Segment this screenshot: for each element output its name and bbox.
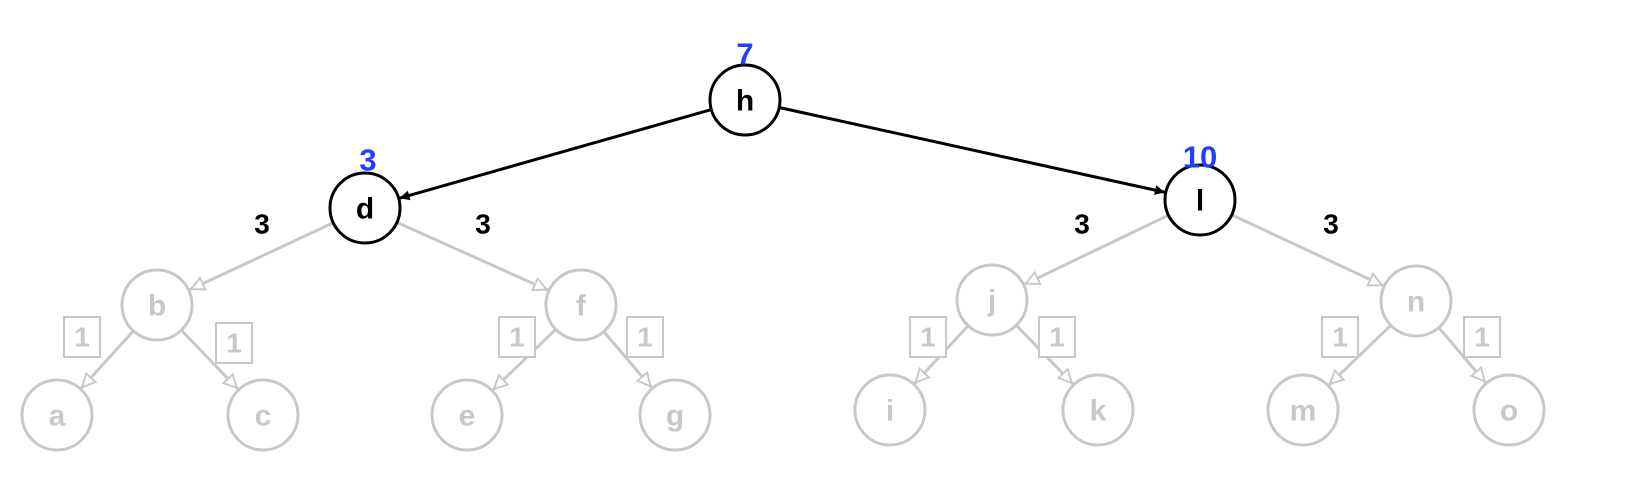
- node-label: k: [1090, 395, 1107, 428]
- node-n: n: [1379, 264, 1453, 338]
- weight-label: 1: [1049, 322, 1065, 353]
- weight-box: [1463, 316, 1501, 358]
- weight-box: [626, 316, 664, 358]
- node-label: e: [459, 400, 476, 433]
- count-label-l: 10: [1183, 140, 1217, 175]
- weight-label: 3: [1074, 209, 1090, 240]
- count-label-d: 3: [359, 143, 376, 178]
- weight-label: 1: [637, 322, 653, 353]
- edge-weight-j-k: 1: [1038, 316, 1076, 358]
- edge-n-m: [1327, 324, 1392, 387]
- weight-label: 1: [226, 328, 242, 359]
- edge-l-n: [1231, 213, 1385, 288]
- weight-label: 1: [74, 322, 90, 353]
- edge-d-f: [396, 220, 549, 292]
- node-label: j: [987, 285, 996, 318]
- counts-layer: 7 3 10: [359, 37, 1217, 178]
- edge-weight-b-a: 1: [63, 316, 101, 358]
- node-b: b: [120, 268, 194, 342]
- edge-h-l: [778, 106, 1166, 196]
- node-e: e: [430, 378, 504, 452]
- edge-l-j: [1023, 213, 1170, 286]
- nodes-layer: h d l b f j n a c e g i k m o: [20, 63, 1546, 452]
- weight-box: [215, 322, 253, 364]
- edge-b-a: [80, 329, 135, 390]
- node-d: d: [328, 171, 402, 245]
- edge-f-e: [491, 328, 557, 392]
- node-g: g: [638, 378, 712, 452]
- node-circle: [226, 378, 300, 452]
- edge-weight-b-c: 1: [215, 322, 253, 364]
- node-label: a: [49, 400, 66, 433]
- node-label: o: [1500, 395, 1518, 428]
- edges-layer: [80, 106, 1487, 392]
- weight-box: [498, 316, 536, 358]
- edge-n-o: [1437, 326, 1487, 384]
- weight-label: 3: [254, 209, 270, 240]
- node-circle: [955, 263, 1029, 337]
- weight-box: [909, 316, 947, 358]
- edge-f-g: [602, 330, 653, 389]
- node-label: g: [666, 400, 684, 433]
- edge-b-c: [180, 329, 240, 391]
- edge-weight-l-n: 3: [1323, 209, 1339, 240]
- weight-label: 1: [509, 322, 525, 353]
- node-circle: [1379, 264, 1453, 338]
- node-label: h: [736, 85, 754, 118]
- node-circle: [120, 268, 194, 342]
- node-f: f: [544, 268, 618, 342]
- edge-weight-n-m: 1: [1321, 316, 1359, 358]
- node-label: d: [356, 193, 374, 226]
- node-circle: [1163, 163, 1237, 237]
- node-circle: [430, 378, 504, 452]
- weight-label: 1: [1474, 322, 1490, 353]
- count-label-h: 7: [736, 37, 753, 72]
- node-l: l: [1163, 163, 1237, 237]
- edge-weight-j-i: 1: [909, 316, 947, 358]
- node-label: b: [148, 290, 166, 323]
- weight-label: 1: [1332, 322, 1348, 353]
- node-label: m: [1290, 395, 1317, 428]
- node-circle: [1266, 373, 1340, 447]
- edge-weight-d-f: 3: [475, 209, 491, 240]
- node-k: k: [1061, 373, 1135, 447]
- edge-weight-f-g: 1: [626, 316, 664, 358]
- edge-weight-d-b: 3: [254, 209, 270, 240]
- weight-label: 1: [920, 322, 936, 353]
- node-h: h: [708, 63, 782, 137]
- edge-h-d: [399, 108, 712, 201]
- node-label: l: [1196, 185, 1204, 218]
- weight-label: 3: [475, 209, 491, 240]
- node-circle: [638, 378, 712, 452]
- edge-weight-l-j: 3: [1074, 209, 1090, 240]
- weight-box: [1038, 316, 1076, 358]
- node-m: m: [1266, 373, 1340, 447]
- edge-d-b: [188, 221, 334, 292]
- weight-label: 3: [1323, 209, 1339, 240]
- node-label: f: [576, 290, 587, 323]
- node-circle: [708, 63, 782, 137]
- edge-weights-layer: 3 3 3 3 1 1 1 1 1 1 1 1: [63, 209, 1501, 364]
- edge-weight-n-o: 1: [1463, 316, 1501, 358]
- edge-weight-f-e: 1: [498, 316, 536, 358]
- node-label: n: [1407, 286, 1425, 319]
- node-circle: [328, 171, 402, 245]
- node-label: c: [255, 400, 272, 433]
- node-label: i: [886, 395, 894, 428]
- node-circle: [20, 378, 94, 452]
- node-a: a: [20, 378, 94, 452]
- weight-box: [1321, 316, 1359, 358]
- node-j: j: [955, 263, 1029, 337]
- node-c: c: [226, 378, 300, 452]
- node-i: i: [853, 373, 927, 447]
- node-circle: [1061, 373, 1135, 447]
- node-circle: [1472, 373, 1546, 447]
- node-circle: [853, 373, 927, 447]
- weight-box: [63, 316, 101, 358]
- node-o: o: [1472, 373, 1546, 447]
- node-circle: [544, 268, 618, 342]
